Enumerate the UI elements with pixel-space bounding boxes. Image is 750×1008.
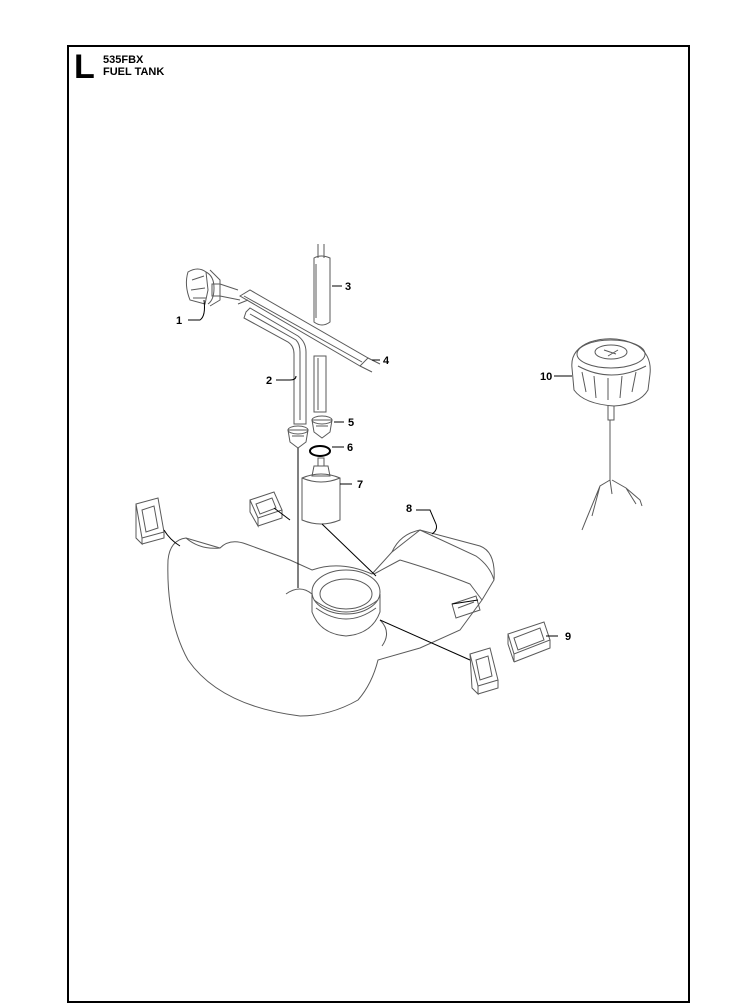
callout-10: 10 [540,371,552,383]
part-3-vent-tube [313,244,331,326]
part-2-fuel-hose [243,307,307,425]
callout-6: 6 [347,442,353,454]
part-9-grommet-lower [469,647,499,696]
model-name: 535FBX [103,54,144,66]
part-4-fuel-hose [237,289,381,373]
callout-8: 8 [406,503,412,515]
callout-5: 5 [348,417,354,429]
part-1-primer-bulb [185,268,241,307]
part-5-grommet-left [287,425,309,449]
part-9-grommet-left [135,497,165,546]
callout-4: 4 [383,355,390,367]
part-5-hose-segment [313,355,327,413]
part-10-fuel-cap [571,338,651,531]
part-5-grommet-right [311,415,333,439]
part-9-grommet-top [249,491,283,528]
callout-7: 7 [357,479,363,491]
part-8-fuel-tank [167,529,495,717]
part-6-o-ring [309,445,331,457]
callout-3: 3 [345,281,351,293]
page-frame [67,45,690,1003]
part-7-fuel-filter [301,457,341,525]
callout-1: 1 [176,315,182,327]
section-letter: L [74,48,95,86]
callout-9: 9 [565,631,571,643]
part-9-grommet-right [507,621,551,663]
page-title: FUEL TANK [103,66,165,78]
callout-2: 2 [266,375,272,387]
leader-lines [163,285,572,661]
